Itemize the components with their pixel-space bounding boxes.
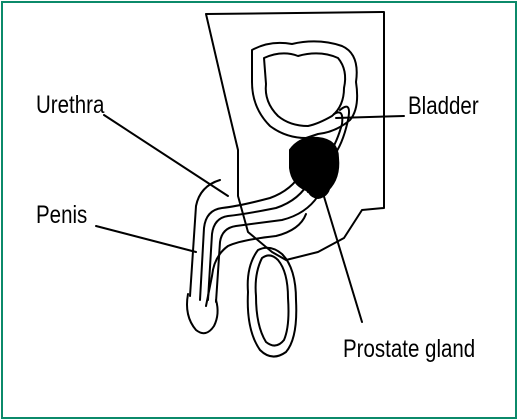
penis-label: Penis [36,203,87,228]
penis-upper [190,180,220,296]
glans [187,294,218,333]
urethra-label: Urethra [36,93,104,118]
penis-leader [96,226,196,252]
prostate-gland-label: Prostate gland [343,337,475,362]
prostate-leader [322,190,362,322]
prostate-gland-lower [308,169,330,198]
bladder-lumen [264,53,345,126]
bladder-label: Bladder [408,94,479,119]
bladder-leader [336,116,404,118]
urethra-leader [104,115,228,196]
testis-inner [256,255,289,345]
body-outline [206,12,384,260]
